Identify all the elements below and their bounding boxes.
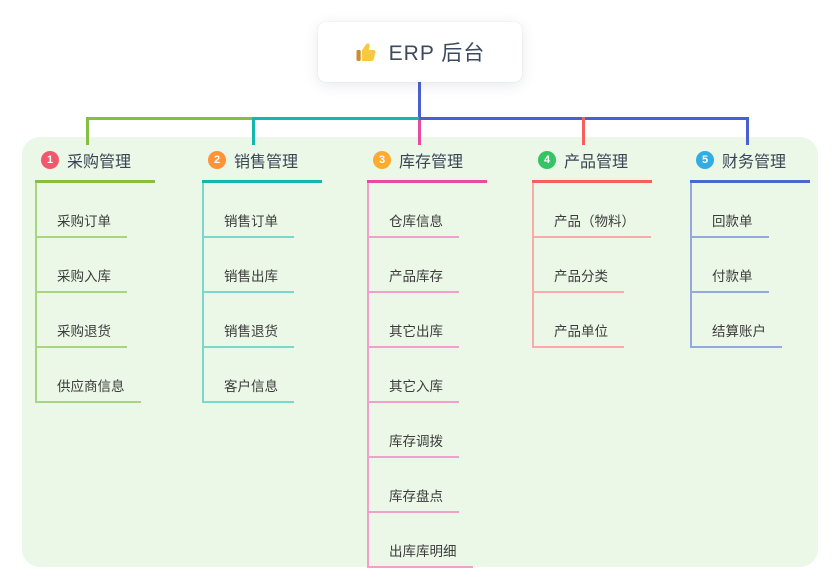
child-item-label: 采购入库	[57, 269, 111, 284]
connector-horizontal-green	[86, 117, 253, 120]
branch-产品管理: 4 产品管理 产品（物料） 产品分类产品单位	[532, 146, 653, 348]
child-item-label: 其它入库	[389, 379, 443, 394]
child-item-label: 供应商信息	[57, 379, 125, 394]
branch5-drop-line	[746, 117, 749, 145]
child-item-label: 销售退货	[224, 324, 278, 339]
branch-number-badge: 2	[208, 151, 226, 169]
branch-label: 库存管理	[399, 154, 464, 171]
child-item[interactable]: 产品单位	[534, 293, 624, 348]
child-item[interactable]: 产品分类	[534, 238, 624, 293]
child-item[interactable]: 供应商信息	[37, 348, 141, 403]
child-item-label: 出库库明细	[389, 544, 457, 559]
branch-children: 产品（物料） 产品分类产品单位	[532, 183, 652, 348]
root-node[interactable]: ERP 后台	[318, 22, 522, 82]
child-item[interactable]: 其它入库	[369, 348, 459, 403]
branch-number-badge: 4	[538, 151, 556, 169]
thumbs-up-icon	[355, 40, 379, 64]
branch-children: 销售订单销售出库销售退货客户信息	[202, 183, 322, 403]
branch-label: 采购管理	[67, 154, 132, 171]
branch-children: 仓库信息产品库存其它出库其它入库库存调拨库存盘点出库库明细	[367, 183, 487, 568]
branch-销售管理: 2 销售管理 销售订单销售出库销售退货客户信息	[202, 146, 323, 403]
branch2-drop-line	[252, 117, 255, 145]
branch-财务管理: 5 财务管理 回款单付款单结算账户	[690, 146, 811, 348]
child-item-label: 产品单位	[554, 324, 608, 339]
child-item-label: 付款单	[712, 269, 753, 284]
branch-header[interactable]: 2 销售管理	[202, 146, 323, 183]
branch-库存管理: 3 库存管理 仓库信息产品库存其它出库其它入库库存调拨库存盘点出库库明细	[367, 146, 488, 568]
child-item[interactable]: 销售订单	[204, 183, 294, 238]
child-item-label: 回款单	[712, 214, 753, 229]
branch1-drop-line	[86, 117, 89, 145]
child-item-label: 仓库信息	[389, 214, 443, 229]
branch4-drop-line	[582, 117, 585, 145]
child-item-label: 产品库存	[389, 269, 443, 284]
branch-label: 产品管理	[564, 154, 629, 171]
child-item-label: 产品分类	[554, 269, 608, 284]
branch-number-badge: 1	[41, 151, 59, 169]
child-item-label: 其它出库	[389, 324, 443, 339]
child-item[interactable]: 回款单	[692, 183, 769, 238]
branch-number-badge: 5	[696, 151, 714, 169]
child-item[interactable]: 销售退货	[204, 293, 294, 348]
child-item-label: 库存调拨	[389, 434, 443, 449]
child-item[interactable]: 销售出库	[204, 238, 294, 293]
branch-label: 财务管理	[722, 154, 787, 171]
child-item-label: 客户信息	[224, 379, 278, 394]
child-item[interactable]: 库存盘点	[369, 458, 459, 513]
branch-header[interactable]: 5 财务管理	[690, 146, 811, 183]
connector-horizontal-teal	[253, 117, 419, 120]
root-connector-line	[418, 82, 421, 120]
child-item-label: 采购订单	[57, 214, 111, 229]
branch3-drop-line	[418, 120, 421, 145]
child-item[interactable]: 客户信息	[204, 348, 294, 403]
branch-number-badge: 3	[373, 151, 391, 169]
child-item[interactable]: 其它出库	[369, 293, 459, 348]
branches-panel	[22, 137, 818, 567]
branch-header[interactable]: 4 产品管理	[532, 146, 653, 183]
child-item-label: 结算账户	[712, 324, 766, 339]
root-node-label: ERP 后台	[388, 42, 486, 65]
child-item[interactable]: 采购订单	[37, 183, 127, 238]
child-item[interactable]: 采购入库	[37, 238, 127, 293]
child-item[interactable]: 采购退货	[37, 293, 127, 348]
child-item[interactable]: 产品库存	[369, 238, 459, 293]
child-item[interactable]: 结算账户	[692, 293, 782, 348]
branch-采购管理: 1 采购管理 采购订单采购入库采购退货供应商信息	[35, 146, 156, 403]
child-item[interactable]: 出库库明细	[369, 513, 473, 568]
child-item[interactable]: 库存调拨	[369, 403, 459, 458]
branch-children: 采购订单采购入库采购退货供应商信息	[35, 183, 155, 403]
child-item-label: 产品（物料）	[554, 214, 635, 229]
child-item[interactable]: 仓库信息	[369, 183, 459, 238]
child-item-label: 采购退货	[57, 324, 111, 339]
branch-header[interactable]: 1 采购管理	[35, 146, 156, 183]
child-item-label: 库存盘点	[389, 489, 443, 504]
branch-children: 回款单付款单结算账户	[690, 183, 810, 348]
child-item-label: 销售出库	[224, 269, 278, 284]
branch-label: 销售管理	[234, 154, 299, 171]
child-item[interactable]: 产品（物料）	[534, 183, 651, 238]
child-item-label: 销售订单	[224, 214, 278, 229]
branch-header[interactable]: 3 库存管理	[367, 146, 488, 183]
child-item[interactable]: 付款单	[692, 238, 769, 293]
